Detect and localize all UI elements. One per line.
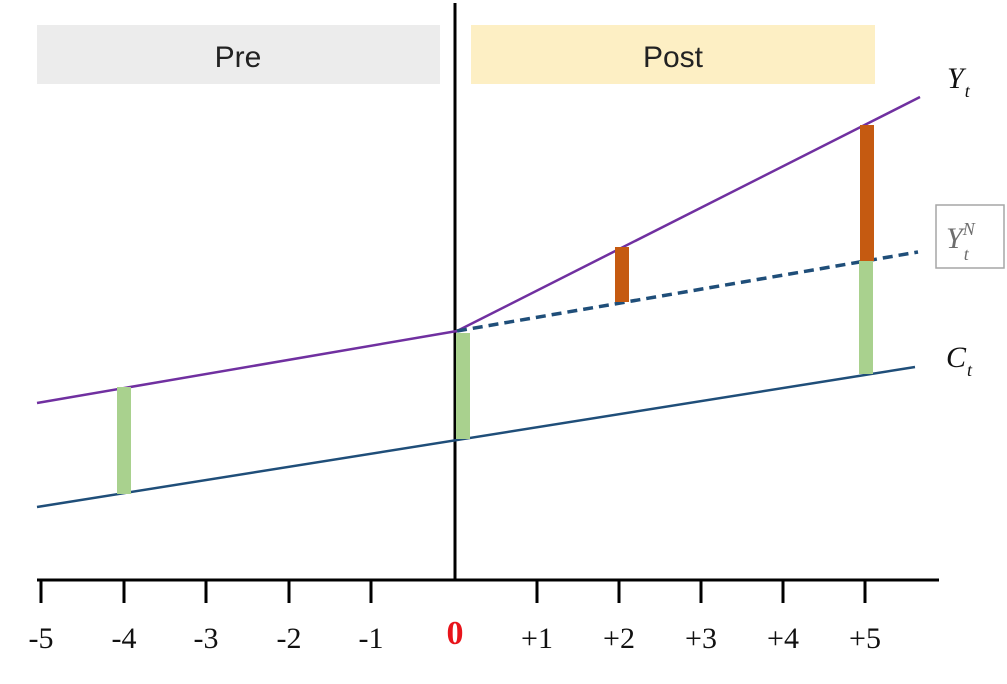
tick-label: -3 bbox=[194, 622, 219, 655]
tick-label: +3 bbox=[685, 622, 717, 655]
control-line bbox=[36, 365, 916, 509]
counterfactual-line bbox=[456, 250, 919, 333]
tick-label: -5 bbox=[29, 622, 54, 655]
post-band bbox=[471, 25, 875, 84]
effect-bar-plus2 bbox=[615, 247, 629, 302]
treated-line-post bbox=[456, 95, 921, 333]
zero-gap-bar bbox=[456, 333, 470, 439]
tick-label: +2 bbox=[603, 622, 635, 655]
counterfactual-label: YtN bbox=[946, 219, 976, 264]
effect-bar-plus5 bbox=[860, 125, 874, 261]
x-axis-tick-labels: -5 -4 -3 -2 -1 0 +1 +2 +3 +4 +5 bbox=[29, 615, 881, 655]
tick-label: +5 bbox=[849, 622, 881, 655]
tick-label-zero: 0 bbox=[447, 615, 464, 652]
control-label: Ct bbox=[946, 341, 973, 380]
tick-label: -2 bbox=[277, 622, 302, 655]
treated-line-pre bbox=[36, 329, 458, 405]
tick-label: +1 bbox=[521, 622, 553, 655]
tick-label: -4 bbox=[112, 622, 137, 655]
pre-band bbox=[37, 25, 440, 84]
tick-label: -1 bbox=[359, 622, 384, 655]
pre-gap-bar bbox=[117, 387, 131, 494]
pre-band-label: Pre bbox=[215, 41, 262, 74]
tick-label: +4 bbox=[767, 622, 799, 655]
counterfactual-label-box bbox=[935, 204, 1005, 269]
x-axis-ticks bbox=[39, 580, 867, 603]
post-band-label: Post bbox=[643, 41, 704, 74]
post-gap-bar bbox=[859, 261, 873, 374]
treated-label: Yt bbox=[947, 62, 971, 101]
